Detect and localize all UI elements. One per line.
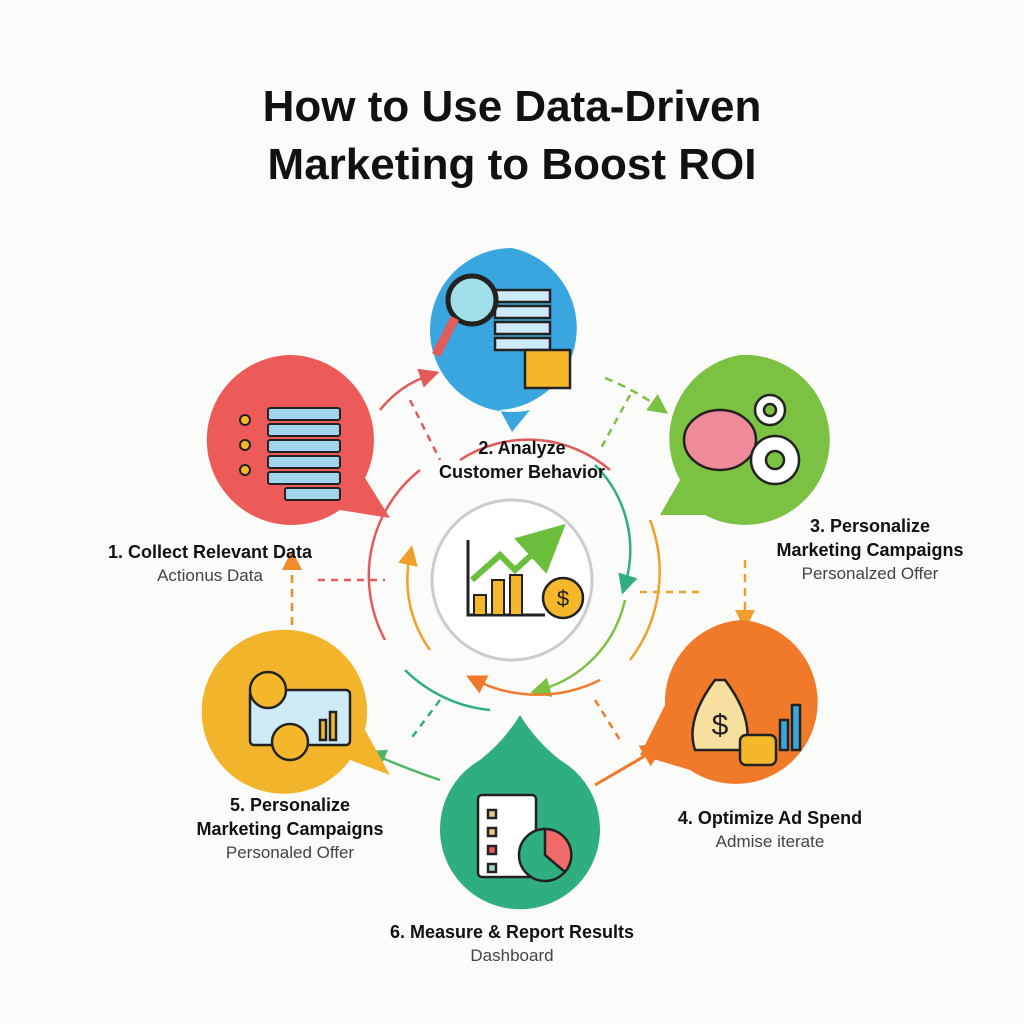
- arc: [629, 519, 661, 661]
- step-6-bubble[interactable]: [440, 715, 600, 910]
- step-5-bubble[interactable]: [201, 629, 390, 794]
- arc: [459, 438, 611, 471]
- step-3-title-line-2: Marketing Campaigns: [776, 540, 964, 560]
- connector-arrows: [282, 368, 755, 787]
- coins-folder-icon: [248, 670, 352, 762]
- step-2-bubble[interactable]: [430, 248, 577, 432]
- step-5-subtitle: Personaled Offer: [225, 843, 355, 862]
- step-2-label: 2. Analyze Customer Behavior: [392, 436, 652, 484]
- page-title: How to Use Data-Driven Marketing to Boos…: [0, 78, 1024, 194]
- step-6-label: 6. Measure & Report Results Dashboard: [362, 920, 662, 968]
- step-1-title: 1. Collect Relevant Data: [107, 542, 313, 562]
- step-1-subtitle: Actionus Data: [157, 566, 263, 585]
- step-5-title: 5. Personalize: [229, 795, 351, 815]
- dash-line: [593, 699, 622, 741]
- arc: [530, 599, 627, 697]
- svg-text:$: $: [557, 586, 569, 611]
- step-3-bubble[interactable]: [660, 354, 830, 525]
- step-3-subtitle: Personalzed Offer: [801, 564, 939, 583]
- step-3-label: 3. Personalize Marketing Campaigns Perso…: [740, 514, 1000, 586]
- dash-line: [408, 399, 442, 461]
- arc: [594, 464, 638, 595]
- magnifier-server-icon: [431, 273, 572, 390]
- arc: [367, 469, 421, 641]
- step-4-label: 4. Optimize Ad Spend Admise iterate: [640, 806, 900, 854]
- arc: [398, 545, 432, 651]
- step-2-title: 2. Analyze: [478, 438, 566, 458]
- step-6-title: 6. Measure & Report Results: [389, 922, 635, 942]
- step-4-title: 4. Optimize Ad Spend: [677, 808, 863, 828]
- money-bag-chart-icon: $: [691, 678, 802, 767]
- title-line-2: Marketing to Boost ROI: [267, 140, 757, 189]
- step-4-bubble[interactable]: $: [640, 620, 818, 784]
- clipboard-pie-icon: [476, 793, 573, 883]
- step-4-subtitle: Admise iterate: [715, 832, 825, 851]
- step-5-title-line-2: Marketing Campaigns: [196, 819, 384, 839]
- title-line-1: How to Use Data-Driven: [262, 82, 762, 131]
- arrow-1-2: [379, 368, 440, 411]
- step-1-label: 1. Collect Relevant Data Actionus Data: [60, 540, 360, 588]
- arc: [466, 675, 601, 696]
- step-6-subtitle: Dashboard: [470, 946, 554, 965]
- step-1-bubble[interactable]: [206, 355, 390, 525]
- growth-chart-dollar-icon: $: [466, 523, 585, 620]
- step-3-title: 3. Personalize: [809, 516, 931, 536]
- dash-line: [598, 394, 632, 451]
- brain-gears-icon: [682, 393, 801, 486]
- center-hub: $: [430, 498, 594, 662]
- database-server-icon: [239, 407, 341, 501]
- arrow-2-3: [604, 376, 669, 414]
- svg-text:$: $: [712, 709, 729, 742]
- step-5-label: 5. Personalize Marketing Campaigns Perso…: [160, 793, 420, 865]
- step-2-title-line-2: Customer Behavior: [438, 462, 606, 482]
- arrow-6-5: [365, 749, 441, 782]
- dash-line: [409, 699, 441, 741]
- arc: [404, 669, 491, 712]
